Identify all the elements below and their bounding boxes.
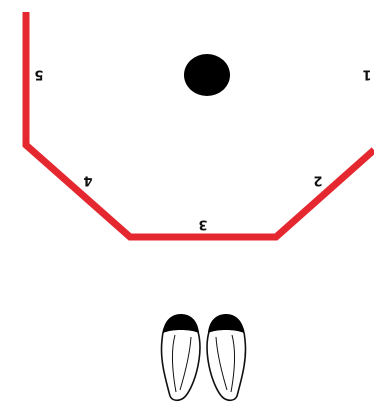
right-shoe-icon [207,314,245,400]
segment-label-3: 3 [198,217,207,232]
segment-label-2: 2 [313,173,322,188]
segment-label-5: 5 [34,67,43,82]
ball-icon [184,54,230,96]
segment-label-1: 1 [362,67,371,82]
segment-label-4: 4 [83,173,92,188]
left-shoe-icon [161,314,199,400]
boundary-path [26,12,374,237]
feet-icon [161,314,245,400]
